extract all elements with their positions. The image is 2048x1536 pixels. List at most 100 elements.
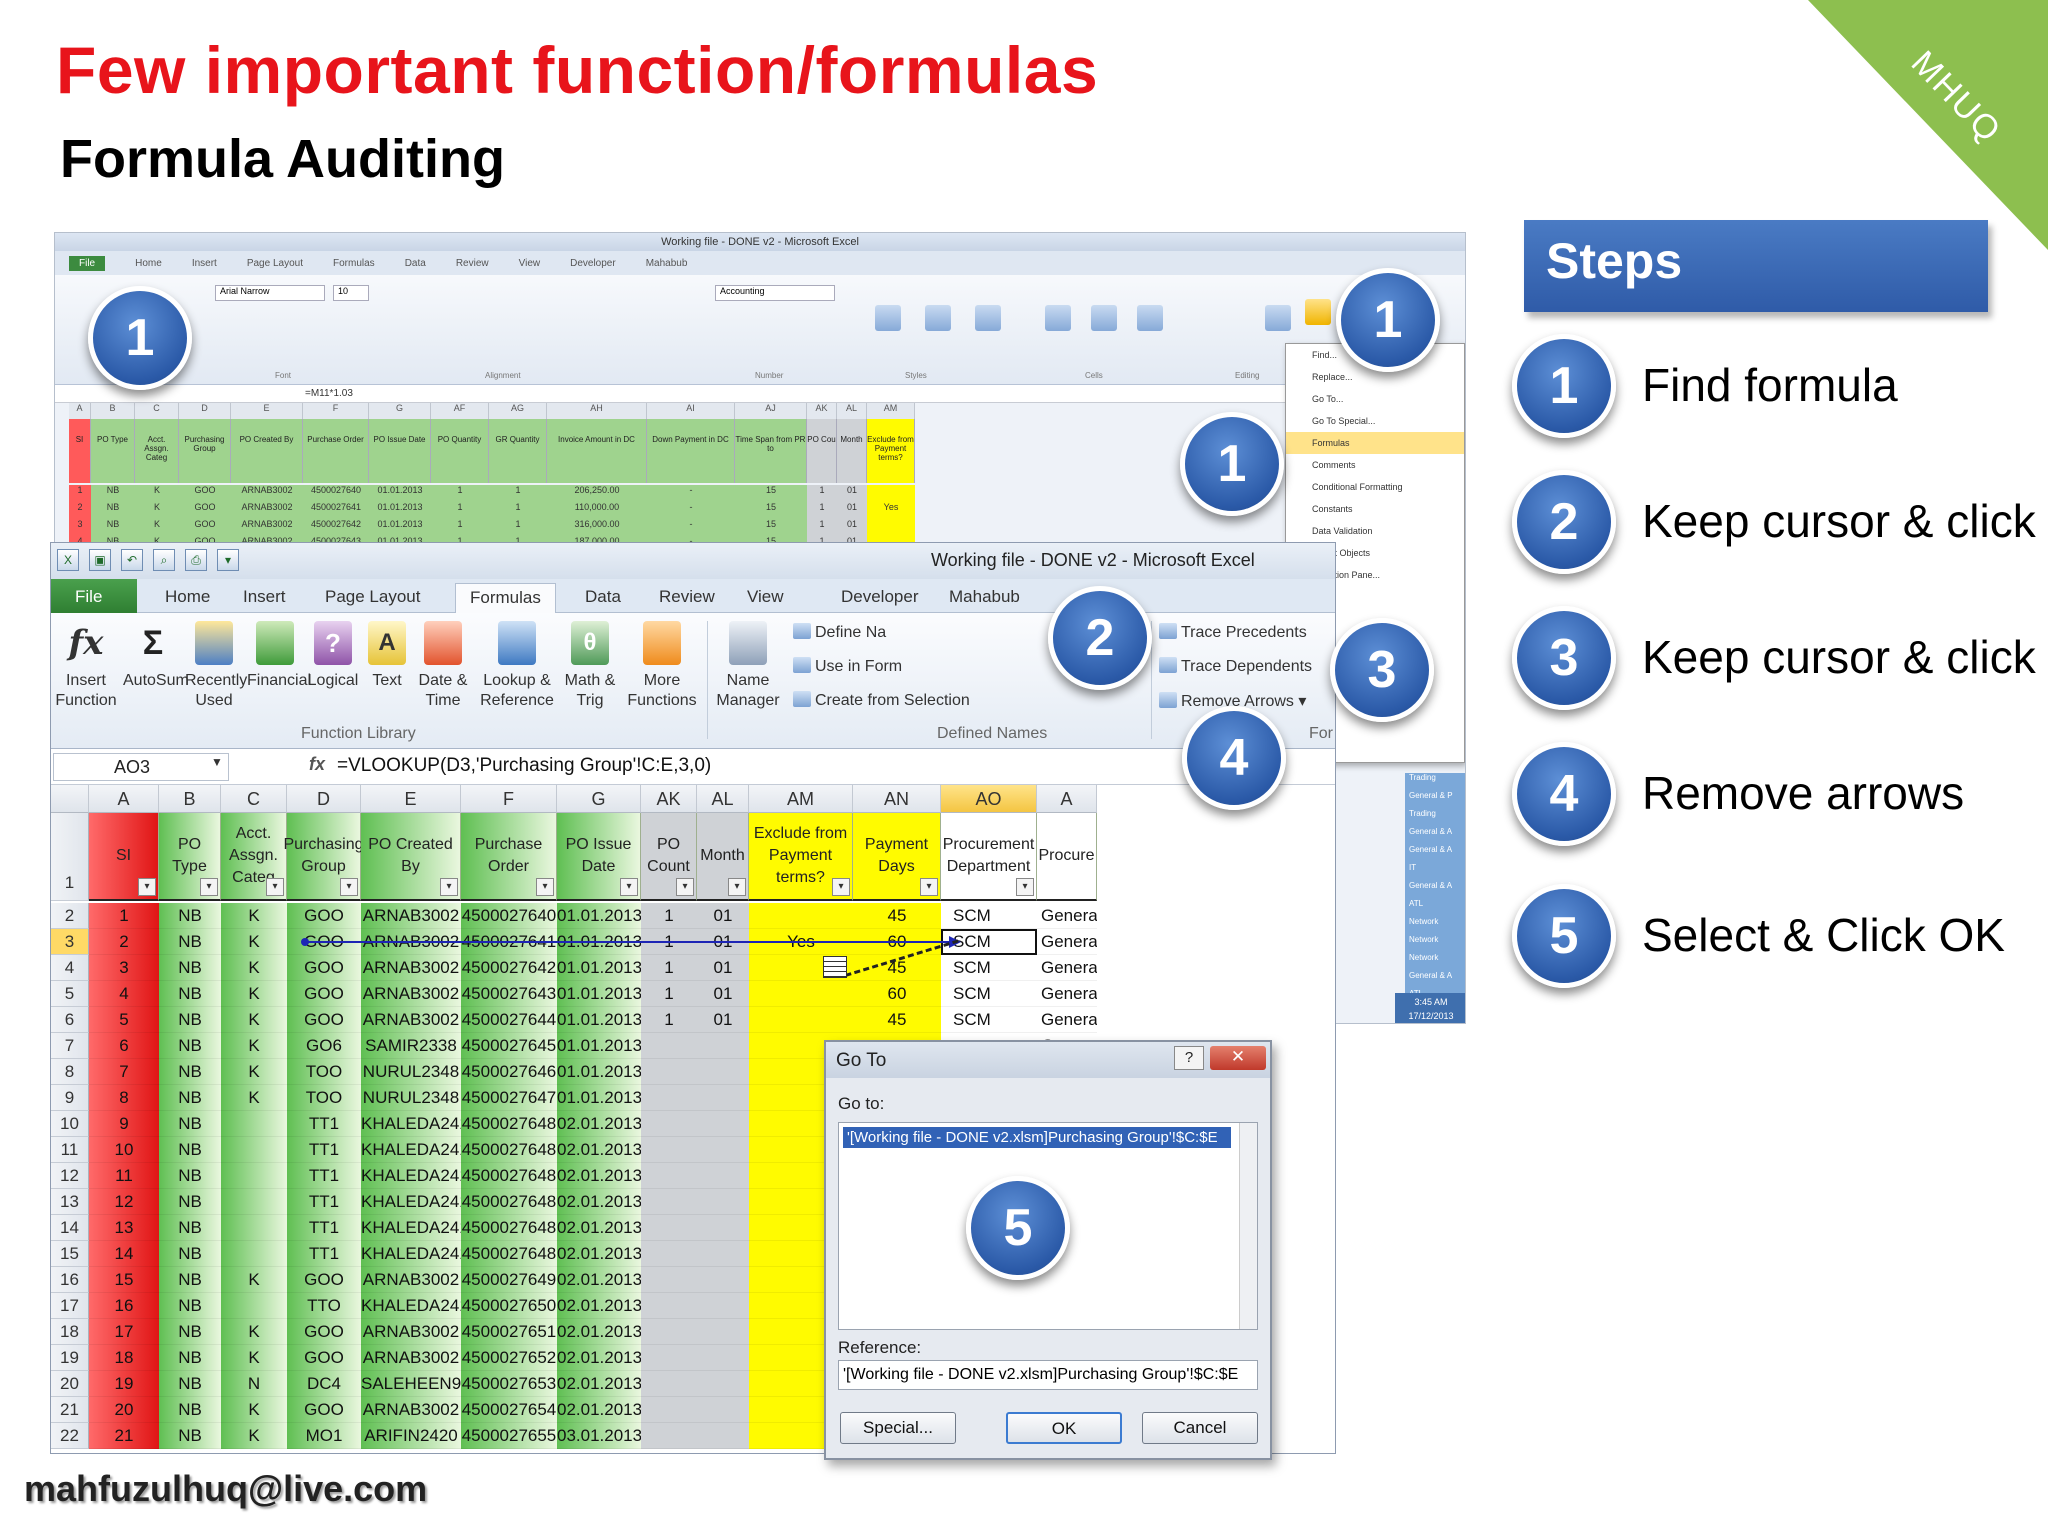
sheet-cell[interactable]: [641, 1293, 697, 1319]
col-letter-c[interactable]: C: [221, 785, 287, 813]
sheet-cell[interactable]: [697, 1033, 749, 1059]
sheet-cell[interactable]: 11: [89, 1163, 159, 1189]
col-letter-am[interactable]: AM: [749, 785, 853, 813]
filter-dropdown-icon[interactable]: ▾: [340, 878, 358, 896]
taskbar-item[interactable]: Network: [1409, 935, 1439, 944]
sheet-cell[interactable]: NB: [159, 1163, 221, 1189]
back-cell[interactable]: 1: [431, 502, 489, 519]
use-in-formula-button[interactable]: Use in Form: [793, 657, 902, 676]
find-menu-item[interactable]: Find...: [1312, 350, 1338, 360]
sheet-cell[interactable]: [697, 1293, 749, 1319]
back-tab-formulas[interactable]: Formulas: [333, 257, 375, 269]
sheet-cell[interactable]: 01: [697, 903, 749, 929]
back-tab-review[interactable]: Review: [455, 257, 489, 269]
filter-dropdown-icon[interactable]: ▾: [832, 878, 850, 896]
back-cell[interactable]: K: [135, 485, 179, 502]
sheet-cell[interactable]: 1: [89, 903, 159, 929]
sheet-cell[interactable]: [749, 981, 853, 1007]
row-number[interactable]: 3: [51, 929, 89, 955]
sheet-cell[interactable]: 1: [641, 1007, 697, 1033]
sheet-cell[interactable]: SCM: [941, 903, 1037, 929]
sheet-cell[interactable]: [697, 1163, 749, 1189]
back-col-letter[interactable]: AJ: [735, 403, 807, 419]
cell-styles-icon[interactable]: [975, 305, 1001, 331]
tab-page-layout[interactable]: Page Layout: [325, 587, 421, 606]
row-number[interactable]: 14: [51, 1215, 89, 1241]
sheet-cell[interactable]: 4500027646: [461, 1059, 557, 1085]
sheet-cell[interactable]: TT1: [287, 1111, 361, 1137]
row-number[interactable]: 4: [51, 955, 89, 981]
back-col-letter[interactable]: AL: [837, 403, 867, 419]
back-col-letter[interactable]: AF: [431, 403, 489, 419]
header-cell[interactable]: Purchasing Group▾: [283, 813, 364, 901]
header-cell[interactable]: Acct. Assgn. Categ▾: [221, 813, 287, 901]
back-cell[interactable]: [867, 519, 915, 536]
back-tab-insert[interactable]: Insert: [191, 257, 217, 269]
sheet-cell[interactable]: 4500027642: [461, 955, 557, 981]
sheet-cell[interactable]: [697, 1085, 749, 1111]
tab-developer[interactable]: Developer: [841, 587, 919, 606]
autosum-button[interactable]: Σ AutoSum: [123, 621, 189, 691]
back-tab-developer[interactable]: Developer: [570, 257, 616, 269]
back-cell[interactable]: 2: [69, 502, 91, 519]
tab-insert[interactable]: Insert: [243, 587, 286, 606]
sheet-cell[interactable]: 01.01.2013: [557, 981, 641, 1007]
sheet-cell[interactable]: NB: [159, 1293, 221, 1319]
sheet-cell[interactable]: Genera: [1037, 903, 1097, 929]
sheet-cell[interactable]: [641, 1189, 697, 1215]
col-letter-e[interactable]: E: [361, 785, 461, 813]
back-cell[interactable]: 15: [735, 502, 807, 519]
more-functions-button[interactable]: More Functions: [621, 621, 703, 711]
sheet-cell[interactable]: [697, 1267, 749, 1293]
row-number[interactable]: 11: [51, 1137, 89, 1163]
sheet-cell[interactable]: N: [221, 1371, 287, 1397]
sheet-cell[interactable]: 4500027651: [461, 1319, 557, 1345]
row-number[interactable]: 21: [51, 1397, 89, 1423]
sheet-cell[interactable]: 4500027648: [461, 1189, 557, 1215]
header-cell[interactable]: Month▾: [697, 813, 749, 901]
back-cell[interactable]: 4500027641: [303, 502, 369, 519]
sheet-cell[interactable]: [697, 1215, 749, 1241]
back-cell[interactable]: 01: [837, 485, 867, 502]
tab-view[interactable]: View: [747, 587, 784, 606]
trace-dependents-button[interactable]: Trace Dependents: [1159, 657, 1312, 676]
help-button[interactable]: ?: [1174, 1046, 1204, 1070]
back-cell[interactable]: 1: [489, 502, 547, 519]
col-letter-f[interactable]: F: [461, 785, 557, 813]
filter-dropdown-icon[interactable]: ▾: [266, 878, 284, 896]
back-col-letter[interactable]: AI: [647, 403, 735, 419]
sheet-cell[interactable]: NURUL2348: [361, 1085, 461, 1111]
back-cell[interactable]: ARNAB3002: [231, 485, 303, 502]
sheet-cell[interactable]: 8: [89, 1085, 159, 1111]
sheet-cell[interactable]: [697, 1241, 749, 1267]
sheet-cell[interactable]: [641, 1423, 697, 1449]
sheet-cell[interactable]: [641, 1241, 697, 1267]
back-cell[interactable]: 1: [489, 519, 547, 536]
back-col-letter[interactable]: AH: [547, 403, 647, 419]
sheet-cell[interactable]: 14: [89, 1241, 159, 1267]
back-cell[interactable]: 1: [807, 502, 837, 519]
back-header-cell[interactable]: PO Issue Date: [369, 419, 431, 483]
sheet-cell[interactable]: GOO: [287, 1319, 361, 1345]
sheet-cell[interactable]: 4500027645: [461, 1033, 557, 1059]
sheet-cell[interactable]: 02.01.2013: [557, 1293, 641, 1319]
goto-list[interactable]: '[Working file - DONE v2.xlsm]Purchasing…: [838, 1122, 1258, 1330]
back-font-name[interactable]: Arial Narrow: [215, 285, 325, 301]
find-menu-item[interactable]: Conditional Formatting: [1312, 482, 1403, 492]
back-cell[interactable]: 01: [837, 502, 867, 519]
back-col-letter[interactable]: D: [179, 403, 231, 419]
sheet-cell[interactable]: SALEHEEN965: [361, 1371, 461, 1397]
row-number[interactable]: 18: [51, 1319, 89, 1345]
sheet-cell[interactable]: K: [221, 981, 287, 1007]
back-col-letter[interactable]: E: [231, 403, 303, 419]
back-cell[interactable]: 3: [69, 519, 91, 536]
sheet-cell[interactable]: K: [221, 1033, 287, 1059]
back-cell[interactable]: 1: [807, 485, 837, 502]
sheet-cell[interactable]: 45: [853, 955, 941, 981]
sheet-cell[interactable]: 4500027654: [461, 1397, 557, 1423]
recently-used-button[interactable]: Recently Used: [185, 621, 247, 711]
back-cell[interactable]: K: [135, 519, 179, 536]
sheet-cell[interactable]: 21: [89, 1423, 159, 1449]
sheet-cell[interactable]: TT1: [287, 1241, 361, 1267]
back-header-cell[interactable]: PO Cou: [807, 419, 837, 483]
